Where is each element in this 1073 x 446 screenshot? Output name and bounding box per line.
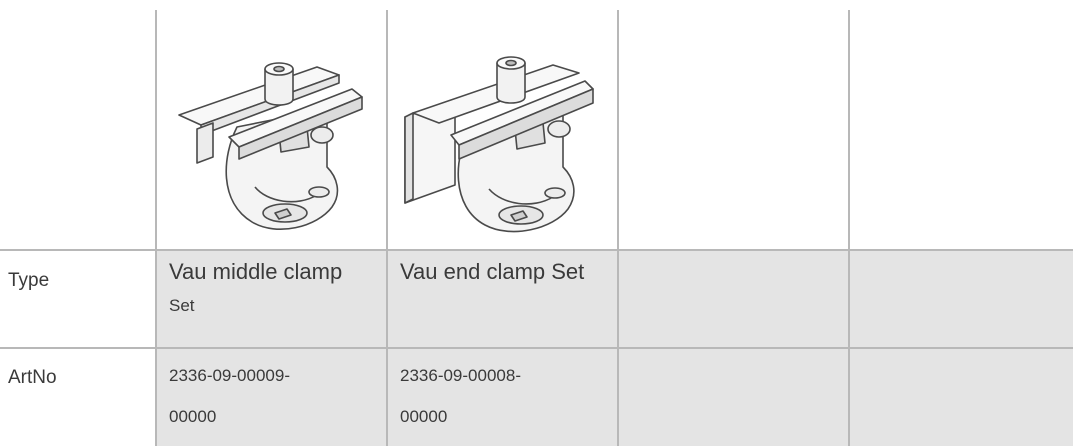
- artno-value-middle-clamp-line2: 00000: [169, 407, 217, 426]
- column-divider-2: [386, 10, 388, 446]
- row-divider-type: [0, 347, 1073, 349]
- type-value-middle-clamp-line1: Vau middle clamp: [169, 259, 343, 284]
- end-clamp-image-cell: [389, 12, 617, 247]
- column-divider-3: [617, 10, 619, 446]
- artno-value-end-clamp: 2336-09-00008- 00000: [400, 359, 615, 433]
- end-clamp-icon: [404, 56, 594, 233]
- artno-row-band: [156, 349, 1073, 446]
- type-row-band: [156, 251, 1073, 347]
- type-value-end-clamp: Vau end clamp Set: [400, 255, 615, 289]
- type-value-middle-clamp: Vau middle clamp Set: [169, 255, 384, 323]
- artno-value-end-clamp-line1: 2336-09-00008-: [400, 366, 521, 385]
- type-value-end-clamp-line1: Vau end clamp Set: [400, 259, 585, 284]
- type-value-middle-clamp-line2: Set: [169, 296, 195, 315]
- column-divider-1: [155, 10, 157, 446]
- row-divider-images: [0, 249, 1073, 251]
- middle-clamp-image-cell: [158, 12, 386, 247]
- artno-value-end-clamp-line2: 00000: [400, 407, 448, 426]
- artno-value-middle-clamp-line1: 2336-09-00009-: [169, 366, 290, 385]
- type-label: Type: [8, 270, 50, 291]
- artno-label: ArtNo: [8, 367, 57, 388]
- artno-value-middle-clamp: 2336-09-00009- 00000: [169, 359, 384, 433]
- column-divider-4: [848, 10, 850, 446]
- middle-clamp-icon: [178, 62, 363, 230]
